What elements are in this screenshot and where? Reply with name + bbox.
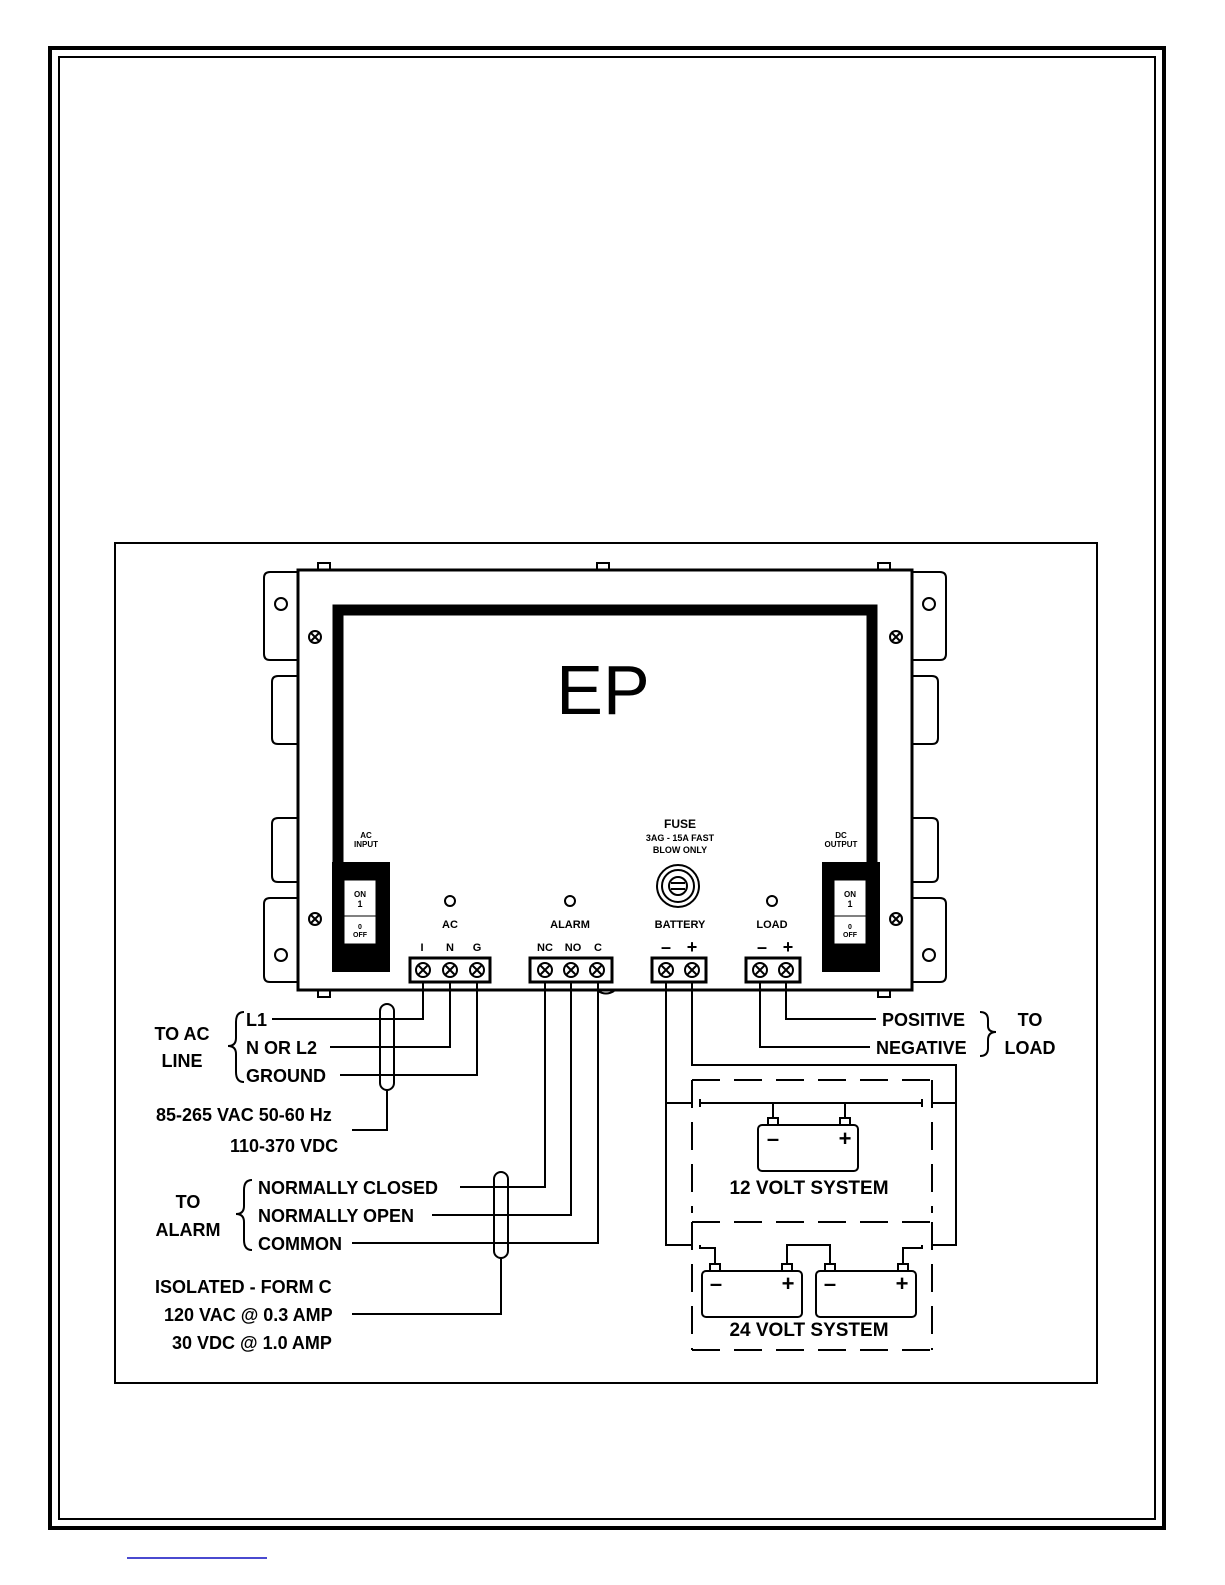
- load-wiring: POSITIVE NEGATIVE TO LOAD: [759, 982, 1056, 1058]
- svg-text:DC: DC: [835, 831, 847, 840]
- svg-text:0: 0: [848, 924, 852, 931]
- svg-text:ON: ON: [354, 890, 366, 899]
- svg-text:NORMALLY CLOSED: NORMALLY CLOSED: [258, 1178, 438, 1198]
- fuse-holder[interactable]: FUSE 3AG - 15A FAST BLOW ONLY: [646, 817, 715, 908]
- svg-text:+: +: [782, 1271, 795, 1296]
- svg-text:–: –: [710, 1271, 722, 1296]
- ac-input-switch[interactable]: AC INPUT ON 1 0 OFF: [332, 831, 390, 972]
- unit-chassis: EP: [263, 562, 947, 998]
- svg-text:I: I: [420, 942, 423, 954]
- svg-text:ON: ON: [844, 890, 856, 899]
- svg-text:GROUND: GROUND: [246, 1066, 326, 1086]
- svg-text:NEGATIVE: NEGATIVE: [876, 1038, 967, 1058]
- page-border-inner: [58, 56, 1156, 1520]
- svg-text:–: –: [661, 937, 671, 957]
- svg-text:POSITIVE: POSITIVE: [882, 1010, 965, 1030]
- battery-12v-icon: [757, 1124, 859, 1172]
- svg-text:ALARM: ALARM: [550, 919, 590, 931]
- svg-text:INPUT: INPUT: [354, 840, 378, 849]
- svg-text:30 VDC @ 1.0 AMP: 30 VDC @ 1.0 AMP: [172, 1333, 332, 1353]
- dc-switch-off-half: [833, 915, 867, 945]
- dc-switch-on-half: [833, 879, 867, 917]
- svg-text:LOAD: LOAD: [756, 919, 787, 931]
- terminal-labels: AC ALARM BATTERY LOAD I N G NC NO C – + …: [420, 919, 793, 957]
- svg-text:LOAD: LOAD: [1005, 1038, 1056, 1058]
- svg-text:C: C: [594, 942, 602, 954]
- svg-text:OFF: OFF: [353, 932, 368, 939]
- svg-text:OUTPUT: OUTPUT: [825, 840, 858, 849]
- corner-screws: [308, 630, 903, 926]
- svg-text:BATTERY: BATTERY: [655, 919, 706, 931]
- svg-text:L1: L1: [246, 1010, 267, 1030]
- battery-terminal-block: [650, 956, 708, 984]
- battery-24v-b-icon: [815, 1270, 917, 1318]
- svg-text:+: +: [896, 1271, 909, 1296]
- svg-text:OFF: OFF: [843, 932, 858, 939]
- battery-wiring: [665, 982, 957, 1246]
- svg-text:24 VOLT SYSTEM: 24 VOLT SYSTEM: [729, 1320, 888, 1341]
- svg-text:NO: NO: [565, 942, 582, 954]
- svg-text:+: +: [839, 1126, 852, 1151]
- svg-text:AC: AC: [360, 831, 372, 840]
- svg-text:0: 0: [358, 924, 362, 931]
- alarm-led-icon: [564, 895, 576, 907]
- svg-text:+: +: [687, 937, 698, 957]
- svg-text:N OR L2: N OR L2: [246, 1038, 317, 1058]
- svg-text:ISOLATED - FORM C: ISOLATED - FORM C: [155, 1277, 332, 1297]
- svg-text:+: +: [783, 937, 794, 957]
- status-leds: [444, 895, 778, 907]
- svg-text:1: 1: [357, 899, 362, 909]
- svg-text:TO AC: TO AC: [154, 1024, 209, 1044]
- page-border-outer: [48, 46, 1166, 1530]
- load-led-icon: [766, 895, 778, 907]
- unit-body: [296, 568, 914, 992]
- battery-system-12v: – + 12 VOLT SYSTEM: [691, 1079, 933, 1213]
- svg-text:3AG - 15A FAST: 3AG - 15A FAST: [646, 833, 715, 843]
- footer-link-underline[interactable]: [127, 1557, 267, 1559]
- ac-switch-on-half: [343, 879, 377, 917]
- dc-output-switch[interactable]: DC OUTPUT ON 1 0 OFF: [822, 831, 880, 972]
- svg-text:1: 1: [847, 899, 852, 909]
- svg-text:NC: NC: [537, 942, 553, 954]
- battery-system-24v: – + – + 24 VOLT SYSTEM: [691, 1221, 933, 1351]
- svg-text:85-265 VAC 50-60 Hz: 85-265 VAC 50-60 Hz: [156, 1105, 332, 1125]
- svg-text:–: –: [767, 1126, 779, 1151]
- label-panel-outline: [332, 604, 878, 862]
- svg-text:G: G: [473, 942, 482, 954]
- svg-text:12 VOLT SYSTEM: 12 VOLT SYSTEM: [729, 1178, 888, 1199]
- svg-text:AC: AC: [442, 919, 458, 931]
- mounting-tabs-right: [912, 571, 947, 983]
- ac-line-wiring: TO AC LINE L1 N OR L2 GROUND 85-265 VAC …: [154, 982, 478, 1156]
- svg-text:NORMALLY OPEN: NORMALLY OPEN: [258, 1206, 414, 1226]
- alarm-wiring: TO ALARM NORMALLY CLOSED NORMALLY OPEN C…: [155, 982, 615, 1353]
- svg-text:120 VAC @ 0.3 AMP: 120 VAC @ 0.3 AMP: [164, 1305, 333, 1325]
- ac-led-icon: [444, 895, 456, 907]
- svg-text:COMMON: COMMON: [258, 1234, 342, 1254]
- ac-switch-off-half: [343, 915, 377, 945]
- svg-text:TO: TO: [176, 1192, 201, 1212]
- load-terminal-block: [744, 956, 802, 984]
- terminal-blocks[interactable]: [408, 956, 802, 984]
- svg-text:TO: TO: [1018, 1010, 1043, 1030]
- svg-text:–: –: [757, 937, 767, 957]
- svg-text:ALARM: ALARM: [156, 1220, 221, 1240]
- svg-text:–: –: [824, 1271, 836, 1296]
- svg-text:BLOW ONLY: BLOW ONLY: [653, 845, 707, 855]
- diagram-frame: [114, 542, 1098, 1384]
- svg-text:N: N: [446, 942, 454, 954]
- svg-text:LINE: LINE: [161, 1051, 202, 1071]
- battery-24v-a-icon: [701, 1270, 803, 1318]
- svg-text:110-370 VDC: 110-370 VDC: [230, 1136, 338, 1156]
- mounting-tabs-left: [263, 571, 298, 983]
- brand-label: EP: [556, 651, 649, 729]
- svg-text:FUSE: FUSE: [664, 817, 696, 831]
